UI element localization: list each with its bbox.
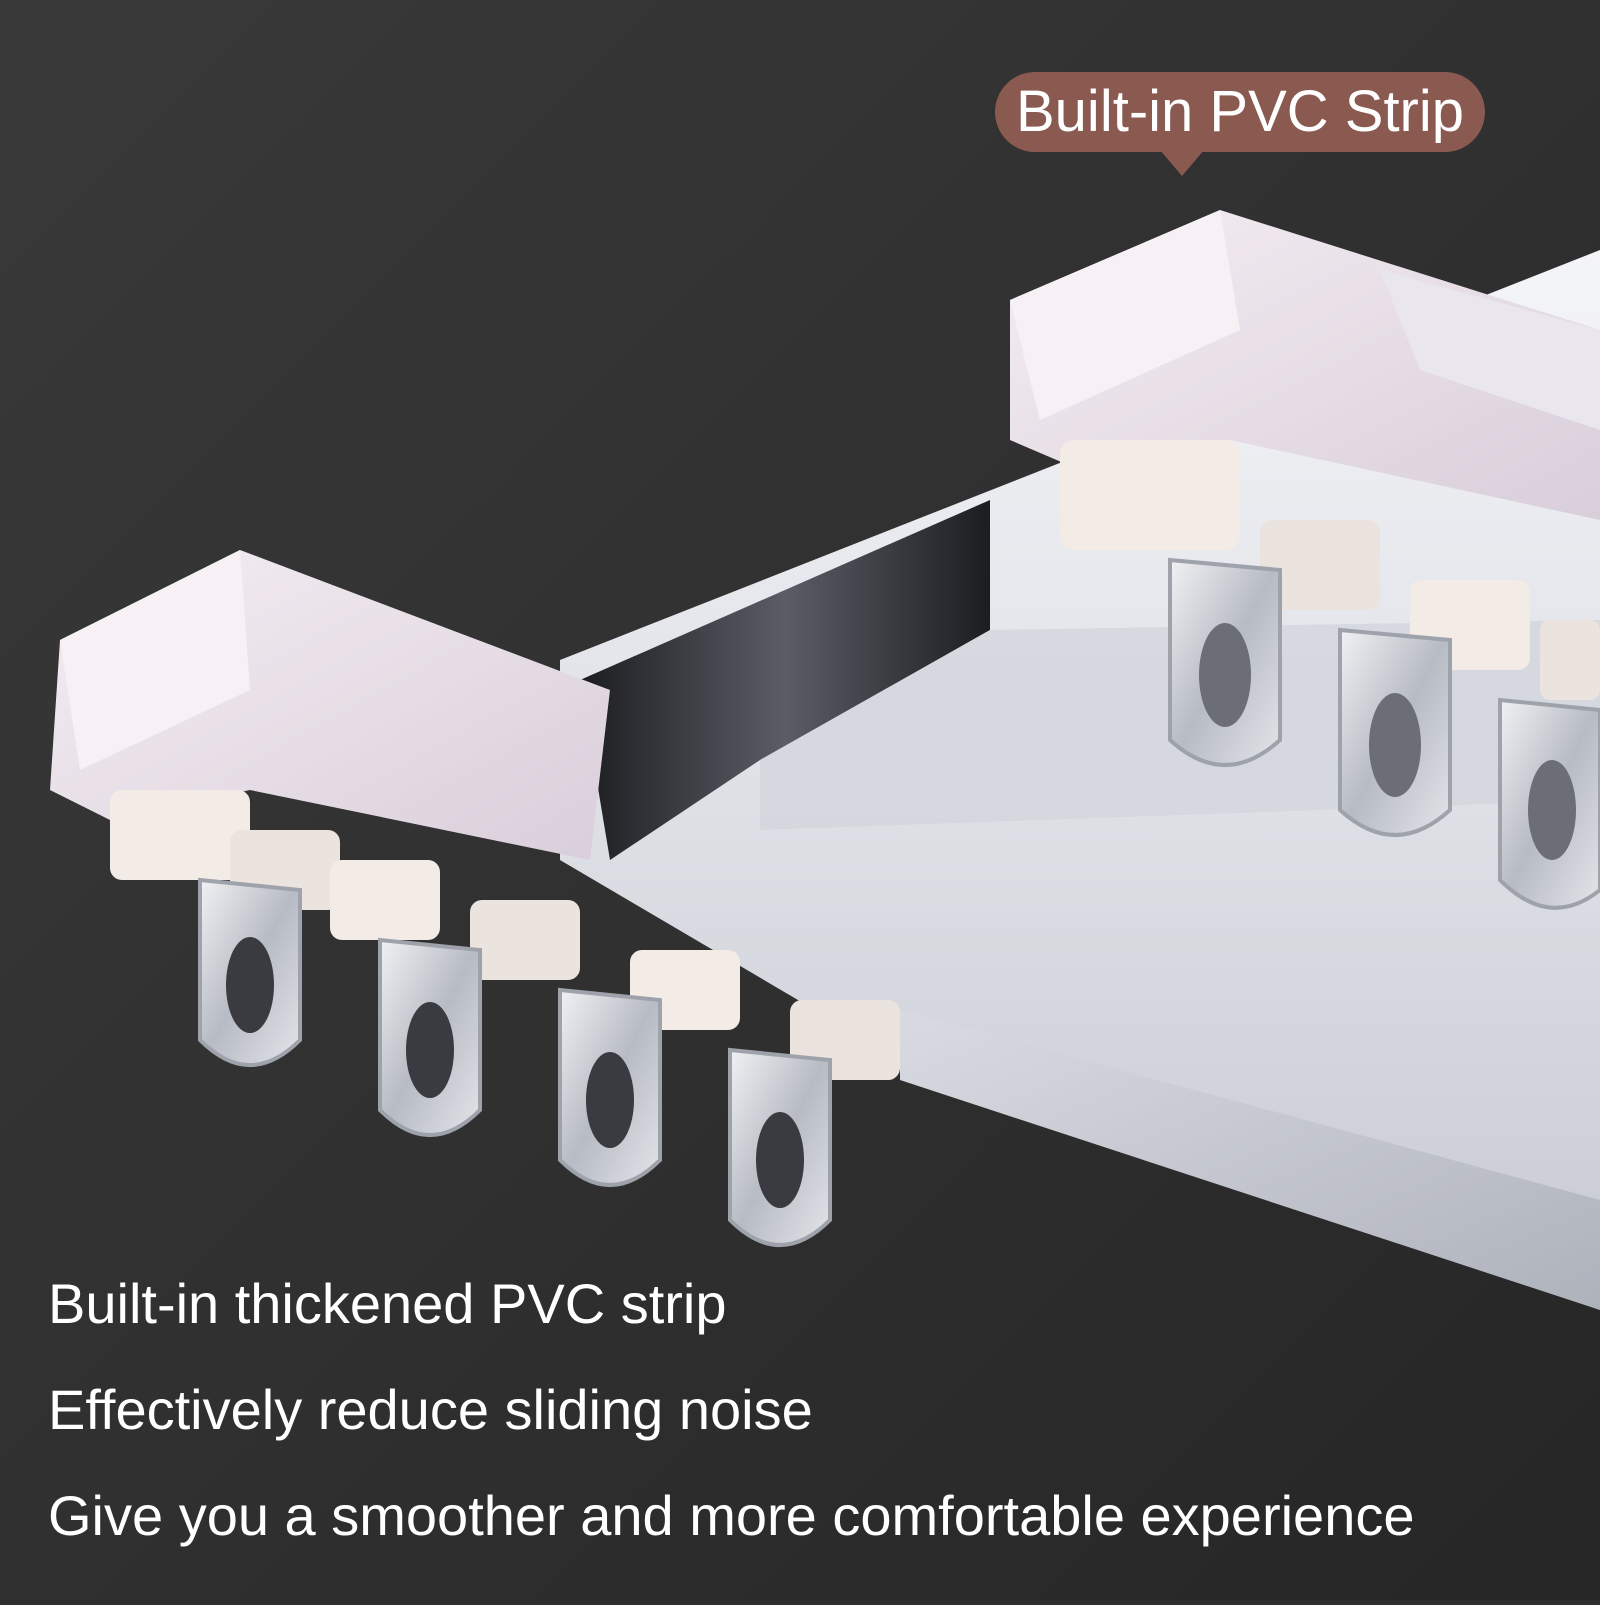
rail-groove xyxy=(580,500,990,860)
hooks-front xyxy=(198,877,832,1247)
runners-rear xyxy=(1060,440,1600,700)
hooks-rear xyxy=(1168,557,1600,910)
caption-line-2: Effectively reduce sliding noise xyxy=(48,1378,813,1441)
caption-line-1: Built-in thickened PVC strip xyxy=(48,1272,727,1335)
callout-text: Built-in PVC Strip xyxy=(1015,79,1465,144)
caption-line-3: Give you a smoother and more comfortable… xyxy=(48,1484,1415,1547)
callout-pointer xyxy=(1160,150,1204,176)
pvc-strip-front xyxy=(50,550,610,860)
pvc-strip-callout: Built-in PVC Strip xyxy=(995,72,1485,152)
